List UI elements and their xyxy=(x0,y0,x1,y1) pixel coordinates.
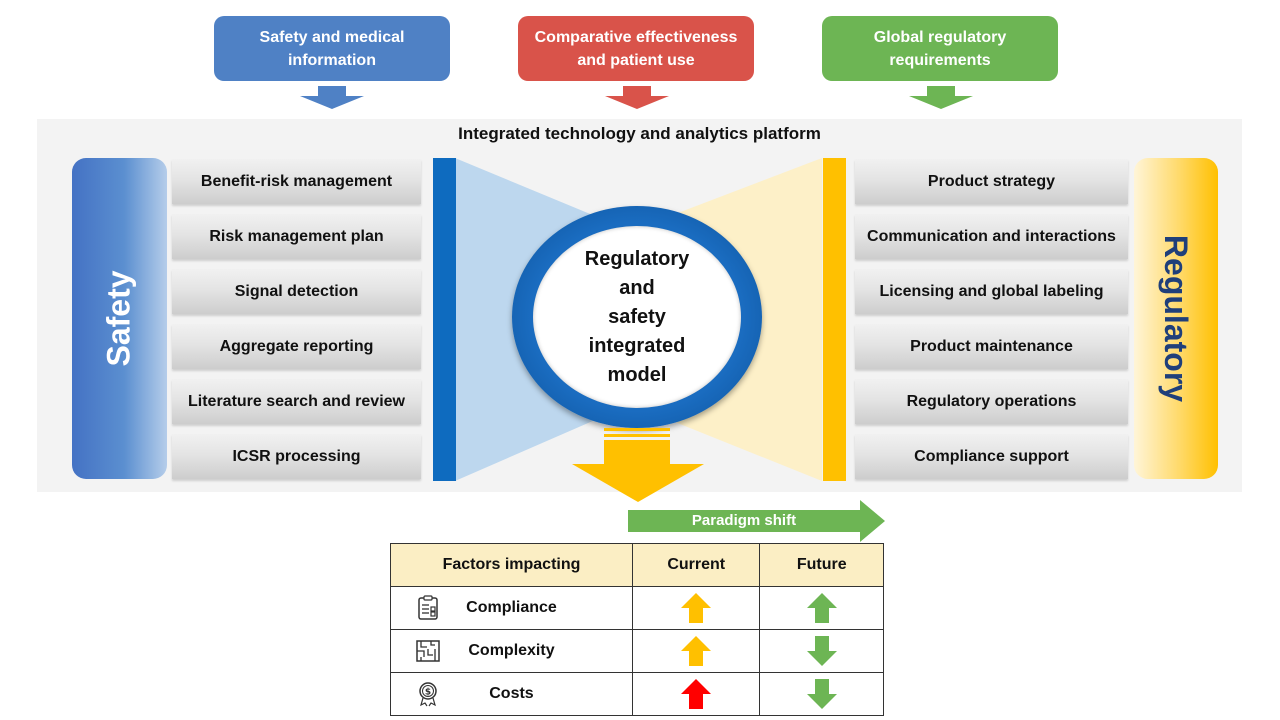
safety-medical-info-box: Safety and medical information xyxy=(214,16,450,81)
current-cell xyxy=(631,672,761,716)
regulatory-item: Communication and interactions xyxy=(855,214,1128,259)
regulatory-item: Compliance support xyxy=(855,434,1128,479)
safety-item: Literature search and review xyxy=(172,379,421,424)
table-row: Compliance xyxy=(390,586,884,630)
safety-item: Signal detection xyxy=(172,269,421,314)
paradigm-shift-label: Paradigm shift xyxy=(691,512,797,529)
regulatory-item: Product maintenance xyxy=(855,324,1128,369)
center-label: Regulatory and safety integrated model xyxy=(584,247,690,386)
svg-text:$: $ xyxy=(425,688,431,698)
regulatory-label: Regulatory xyxy=(1158,234,1195,403)
yellow-down-arrow-icon xyxy=(572,428,704,502)
factor-cell: Complexity xyxy=(390,629,633,673)
green-down-arrow-icon xyxy=(909,86,973,109)
safety-item: ICSR processing xyxy=(172,434,421,479)
global-regulatory-box: Global regulatory requirements xyxy=(822,16,1058,81)
down-arrow-icon xyxy=(806,679,837,709)
regulatory-item: Product strategy xyxy=(855,159,1128,204)
current-cell xyxy=(631,586,761,630)
header-current: Current xyxy=(631,543,761,587)
blue-down-arrow-icon xyxy=(300,86,364,109)
factor-label: Costs xyxy=(489,685,534,702)
down-arrow-icon xyxy=(806,636,837,666)
safety-item: Aggregate reporting xyxy=(172,324,421,369)
red-down-arrow-icon xyxy=(605,86,669,109)
current-cell xyxy=(631,629,761,673)
factors-table: Factors impacting Current Future Complia… xyxy=(390,543,884,716)
safety-item: Risk management plan xyxy=(172,214,421,259)
center-disc xyxy=(533,226,741,408)
checklist-icon xyxy=(418,595,438,620)
header-future: Future xyxy=(759,543,884,587)
regulatory-item: Regulatory operations xyxy=(855,379,1128,424)
up-arrow-icon xyxy=(681,636,712,666)
safety-sidebar: Safety xyxy=(72,158,167,479)
factor-cell: $ Costs xyxy=(390,672,633,716)
up-arrow-icon xyxy=(681,679,712,709)
factor-label: Compliance xyxy=(466,599,557,616)
safety-item: Benefit-risk management xyxy=(172,159,421,204)
safety-bar xyxy=(433,158,456,481)
regulatory-bar xyxy=(823,158,846,481)
table-row: Complexity xyxy=(390,629,884,673)
safety-label: Safety xyxy=(101,270,138,367)
future-cell xyxy=(759,629,884,673)
comparative-effectiveness-box: Comparative effectiveness and patient us… xyxy=(518,16,754,81)
table-row: $ Costs xyxy=(390,672,884,716)
regulatory-item: Licensing and global labeling xyxy=(855,269,1128,314)
header-factors: Factors impacting xyxy=(390,543,633,587)
future-cell xyxy=(759,586,884,630)
paradigm-shift-arrow xyxy=(628,500,885,542)
dollar-medal-icon: $ xyxy=(419,682,437,707)
regulatory-sidebar: Regulatory xyxy=(1134,158,1218,479)
up-arrow-icon xyxy=(681,593,712,623)
factor-label: Complexity xyxy=(468,642,555,659)
platform-title: Integrated technology and analytics plat… xyxy=(458,124,821,143)
table-header-row: Factors impacting Current Future xyxy=(390,543,884,587)
future-cell xyxy=(759,672,884,716)
maze-icon xyxy=(416,640,440,662)
up-arrow-icon xyxy=(806,593,837,623)
factor-cell: Compliance xyxy=(390,586,633,630)
